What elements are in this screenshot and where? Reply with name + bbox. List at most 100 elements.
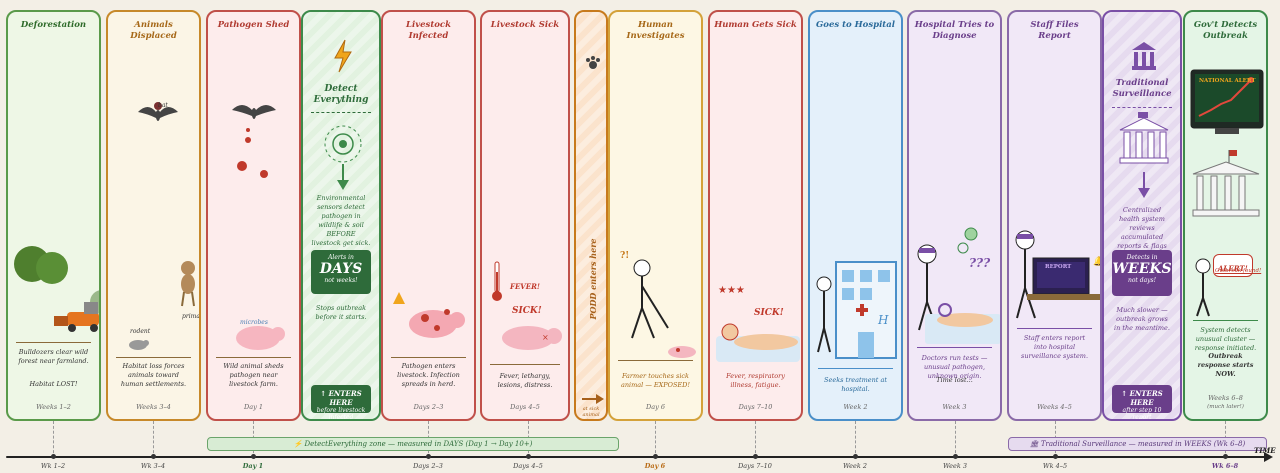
enters-sub: before livestock infected (316, 407, 366, 421)
hospital-icon: H (816, 261, 897, 359)
panel-highlight: Habitat LOST! (29, 380, 78, 388)
warning-icon (393, 292, 405, 304)
panel-time: Days 7–10 (738, 403, 773, 411)
axis-tick-label: Days 2–3 (413, 462, 443, 470)
bat-label: bat (158, 102, 168, 109)
panel-title: Deforestation (20, 20, 87, 30)
badge-top: Alerts in (328, 254, 354, 261)
panel-description: Fever, lethargy, lesions, distress. (497, 372, 553, 389)
fever-label: FEVER! (510, 282, 540, 291)
national-alert-label: NATIONAL ALERT (1199, 78, 1256, 84)
panel-podd: PODD enters here at sick animal stage (574, 10, 608, 421)
building-icon (1132, 42, 1156, 70)
axis-tick (51, 454, 56, 459)
axis-tick (526, 454, 531, 459)
alert-text: ALERT! (1218, 264, 1248, 273)
sick-label: SICK! (754, 308, 784, 318)
traditional-surveillance-band: 🏛 Traditional Surveillance — measured in… (1008, 437, 1267, 451)
divider (818, 368, 893, 369)
panel-title: Animals Displaced (130, 20, 177, 41)
monitor-icon (1190, 69, 1264, 134)
axis-tick-label: Wk 1–2 (40, 462, 66, 470)
pig-icon (236, 326, 285, 350)
panel-livestock-sick: Livestock Sick FEVER! SICK! × Fever, let… (480, 10, 570, 421)
arrow-down-icon (337, 164, 349, 190)
axis-tick-label: Wk 4–5 (1042, 462, 1068, 470)
svg-text:×: × (542, 333, 549, 342)
panel-description: Bulldozers clear wild forest near farmla… (18, 348, 89, 365)
arrow-down-icon (1138, 172, 1150, 198)
panel-pathogen-shed: Pathogen Shed microbes Wild animal sheds… (206, 10, 301, 421)
axis-tick (853, 454, 858, 459)
bat-icon (232, 105, 276, 119)
panel-time: Days 2–3 (413, 403, 444, 411)
panel-detect-everything: Detect Everything Environmental sensors … (301, 10, 381, 421)
panel-traditional-surveillance: Traditional Surveillance Centralized hea… (1102, 10, 1182, 421)
divider (311, 112, 371, 113)
panel-description: Habitat loss forces animals toward human… (120, 362, 187, 388)
microbes-label: microbes (240, 319, 268, 326)
axis-tick-label: Wk 6–8 (1211, 462, 1239, 470)
sick-label: SICK! (512, 306, 542, 316)
divider (391, 357, 466, 358)
divider (1193, 320, 1258, 321)
badge-big: DAYS (319, 261, 363, 277)
rodent-icon (129, 340, 149, 350)
panel-time: Weeks 3–4 (136, 403, 171, 411)
panel-description: Environmental sensors detect pathogen in… (311, 194, 371, 247)
axis-tick-label: Week 2 (843, 462, 867, 470)
svg-text:H: H (877, 313, 889, 327)
time-axis-title: TIME (1254, 446, 1276, 455)
bat-icon (138, 102, 178, 121)
panel-time: Days 4–5 (510, 403, 540, 411)
panel-animals-displaced: Animals Displaced bat primate rodent Hab… (106, 10, 201, 421)
question-marks: ??? (969, 256, 991, 270)
connector (153, 421, 154, 458)
panel-title: Staff Files Report (1030, 20, 1079, 41)
axis-tick-label: Week 3 (943, 462, 967, 470)
panel-highlight: Time lost... (936, 376, 973, 384)
podd-enters-label: at sick animal stage (582, 406, 600, 421)
panel-time: Weeks 4–5 (1037, 403, 1072, 411)
lightning-icon (334, 39, 352, 73)
podd-vertical-label: PODD enters here (588, 238, 598, 320)
axis-tick-label: Days 7–10 (738, 462, 772, 470)
svg-text:🔔: 🔔 (1093, 256, 1102, 267)
divider (116, 357, 191, 358)
panel-description: Staff enters report into hospital survei… (1020, 334, 1089, 360)
panel-time: Week 3 (942, 403, 967, 411)
axis-tick (251, 454, 256, 459)
axis-tick-label: Days 4–5 (513, 462, 543, 470)
staff-figure: 🔔 (1015, 230, 1102, 319)
stars-icon: ★★★ (718, 285, 745, 296)
panel-time: Week 2 (843, 403, 868, 411)
sensor-icon (324, 125, 362, 163)
svg-text:?!: ?! (620, 251, 629, 261)
panel-time: Weeks 6–8 (1208, 394, 1243, 402)
panel-goes-to-hospital: Goes to Hospital H Seeks treatment at ho… (808, 10, 903, 421)
panel-title: Livestock Sick (490, 20, 560, 30)
enters-here-badge: ↑ ENTERS HERE before livestock infected (311, 385, 371, 419)
divider (618, 360, 693, 361)
axis-tick-label: Day 1 (242, 462, 264, 470)
axis-tick (1053, 454, 1058, 459)
divider (1017, 328, 1092, 329)
detect-weeks-badge: Detects in WEEKS not days! (1112, 250, 1172, 296)
panel-title: Human Gets Sick (714, 20, 797, 30)
panel-title: Traditional Surveillance (1112, 78, 1172, 99)
panel-time: Day 1 (244, 403, 263, 411)
panel-title: Goes to Hospital (816, 20, 895, 30)
panel-human-investigates: Human Investigates ?! Farmer touches sic… (608, 10, 703, 421)
axis-tick-label: Day 6 (644, 462, 666, 470)
divider (16, 342, 91, 343)
panel-title: Pathogen Shed (217, 20, 290, 30)
panel-description: Fever, respiratory illness, fatigue. (726, 372, 785, 389)
axis-tick (151, 454, 156, 459)
rodent-label: rodent (130, 328, 151, 335)
panel-time: Day 6 (646, 403, 665, 411)
panel-description-secondary: Stops outbreak before it starts. (315, 304, 367, 321)
farmer-figure: ?! (620, 251, 696, 358)
connector (655, 421, 656, 458)
panel-govt-detects: Gov't Detects Outbreak NATIONAL ALERT (1183, 10, 1268, 421)
axis-tick (1223, 454, 1228, 459)
